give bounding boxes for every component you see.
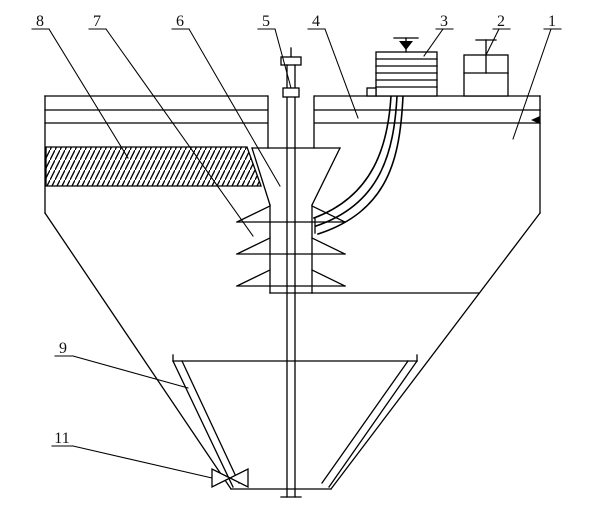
wall-mark-arrow [531,116,540,124]
discharge-valve [211,467,249,489]
inner-cone [172,354,418,488]
feed-box [463,39,509,97]
inner-cone-right-outer [328,360,418,488]
wall-mark [531,116,540,124]
callout-label-7: 7 [93,13,101,30]
leader-9 [72,355,189,389]
baffle1-right-slope [311,205,346,223]
shaft-top-bearing [280,56,302,66]
baffle-hatch-area [45,146,262,187]
callout-label-5: 5 [262,13,270,30]
leader-7 [105,28,254,237]
inner-cone-left-inner [181,360,240,484]
funnel-left-slope [251,147,271,206]
feed-pipe-center [314,95,398,228]
cone-left-wall [44,212,232,490]
callout-label-3: 3 [440,13,448,30]
callout-label-8: 8 [36,13,44,30]
feed-pipe-outer-wall [316,95,404,236]
feed-pipe [312,95,404,236]
leader-11 [72,445,213,479]
callout-label-1: 1 [548,13,556,30]
baffle2-left-slope [236,237,271,255]
motor-foot [366,87,377,97]
callout-label-4: 4 [312,13,320,30]
cone-right-wall [330,212,541,490]
callout-label-11: 11 [54,430,69,447]
scraper-baffles [236,205,346,287]
drive-assembly [366,37,438,97]
leader-2 [485,28,500,56]
callouts: 8 7 6 5 4 3 2 1 9 11 [31,13,562,479]
shaft-deck-collar [282,87,300,98]
callout-label-2: 2 [497,13,505,30]
baffle3-left-slope [236,269,271,287]
feedwell-column [251,95,341,294]
motor-pulley [399,41,413,50]
leader-5 [274,28,292,89]
callout-label-9: 9 [59,340,67,357]
feedwell-mask [268,95,314,148]
leader-4 [324,28,359,119]
leader-6 [188,28,281,187]
funnel-right-slope [311,147,341,206]
callout-label-6: 6 [176,13,184,30]
feed-pipe-inner-wall [312,95,392,220]
leader-3 [423,28,444,57]
leader-1 [512,28,552,140]
baffle3-right-slope [311,269,346,287]
baffle1-left-slope [236,205,271,223]
hatched-baffle [45,146,262,187]
inner-cone-right-inner [321,360,409,484]
valve-right-wedge [228,467,249,489]
inner-cone-left-outer [172,360,234,488]
leader-8 [48,28,129,159]
baffle2-right-slope [311,237,346,255]
